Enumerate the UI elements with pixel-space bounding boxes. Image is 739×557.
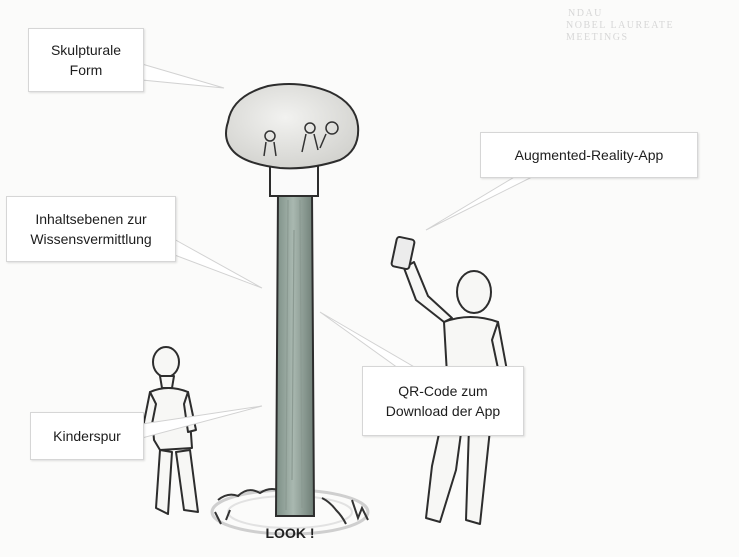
- watermark-line-2: NOBEL LAUREATE: [566, 20, 675, 31]
- callout-leaders: [141, 63, 535, 439]
- child-figure: [141, 346, 199, 515]
- watermark: NDAU NOBEL LAUREATE MEETINGS: [566, 8, 674, 44]
- callout-sculptural-form-line-2: Form: [69, 62, 103, 78]
- callout-sculptural-form: Skulpturale Form: [28, 28, 144, 92]
- callout-ar-app-line-1: Augmented-Reality-App: [514, 147, 664, 163]
- callout-qr-code-line-1: QR-Code zum: [398, 383, 488, 399]
- watermark-line-1: NDAU: [568, 8, 603, 19]
- callout-sculptural-form-line-1: Skulpturale: [50, 42, 122, 58]
- callout-content-layers: Inhaltsebenen zur Wissensvermittlung: [6, 196, 176, 262]
- pole: [274, 191, 316, 517]
- sculpture-head: [225, 83, 360, 170]
- callout-ar-app: Augmented-Reality-App: [480, 132, 698, 178]
- callout-qr-code-line-2: Download der App: [385, 403, 501, 419]
- callout-children-trail: Kinderspur: [30, 412, 144, 460]
- callout-content-layers-line-2: Wissensvermittlung: [30, 231, 152, 247]
- phone-icon: [390, 236, 416, 270]
- head-collar: [269, 165, 319, 197]
- callout-qr-code: QR-Code zum Download der App: [362, 366, 524, 436]
- callout-content-layers-line-1: Inhaltsebenen zur: [35, 211, 147, 227]
- watermark-line-3: MEETINGS: [566, 32, 629, 43]
- callout-children-trail-line-1: Kinderspur: [53, 428, 121, 444]
- base-ring-text: LOOK !: [266, 525, 315, 541]
